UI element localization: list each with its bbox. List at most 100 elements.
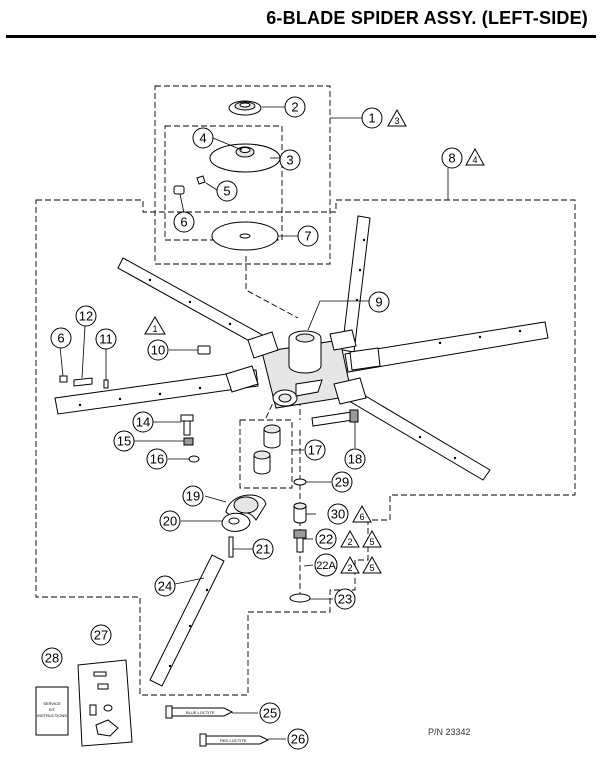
callout-18: 18 [344,448,366,470]
grease-fitting-part [173,175,206,195]
callout-27: 27 [90,624,112,646]
lower-plate-part [211,221,279,251]
svg-text:20: 20 [163,514,177,529]
callout-28: 28 [41,647,63,669]
svg-text:25: 25 [263,706,277,721]
callout-23: 23 [334,588,356,610]
kit-17-dashed-box [239,419,293,489]
svg-text:26: 26 [291,732,305,747]
service-kit-line3: INSTRUCTIONS [37,713,67,718]
callout-17: 17 [304,439,326,461]
svg-text:6: 6 [180,215,187,230]
svg-text:30: 30 [331,507,345,522]
callout-9: 9 [368,291,390,313]
title-rule [6,35,596,38]
svg-text:4: 4 [472,155,477,165]
bolt-14-part [180,414,194,436]
callout-16: 16 [146,448,168,470]
callout-12: 12 [75,305,97,327]
callout-25: 25 [259,702,281,724]
washer-29-part [293,478,307,486]
svg-text:6: 6 [57,331,64,346]
pin-21-part [228,536,234,558]
callout-30: 30 [327,503,349,525]
washer-16-part [188,455,200,463]
red-loctite-tube: RED LOCTITE [199,733,270,747]
warning-triangle-5-22a: 5 [362,555,382,574]
nut-15-part [183,437,194,446]
callout-21: 21 [252,538,274,560]
warning-triangle-6: 6 [352,504,372,523]
seal-ring-part [228,100,262,116]
svg-text:29: 29 [335,475,349,490]
washer-23-part [289,593,311,603]
svg-text:5: 5 [369,563,374,573]
svg-text:3: 3 [394,116,399,126]
svg-text:23: 23 [338,592,352,607]
svg-text:1: 1 [152,324,157,334]
svg-text:16: 16 [150,452,164,467]
svg-text:10: 10 [151,343,165,358]
svg-text:3: 3 [286,153,293,168]
kit-8-dashed-box [35,199,576,696]
warning-triangle-5-22: 5 [362,529,382,548]
bolt-22-part [293,529,307,553]
leader-lines [59,106,449,740]
svg-text:11: 11 [99,332,113,347]
svg-text:5: 5 [223,184,230,199]
warning-triangle-4: 4 [465,147,485,166]
svg-text:5: 5 [369,537,374,547]
svg-text:27: 27 [94,628,108,643]
bolt-18-part [311,409,359,427]
clamp-19-20-part [221,494,267,532]
svg-text:14: 14 [136,415,150,430]
callout-10: 10 [147,339,169,361]
callout-3: 3 [279,149,301,171]
warning-triangle-1: 1 [144,316,166,335]
service-kit-line2: KIT [49,707,56,712]
arm-holes [78,238,522,668]
hub-assembly [225,329,381,409]
callout-20: 20 [159,510,181,532]
svg-text:1: 1 [368,111,375,126]
callout-7: 7 [297,225,319,247]
cap-plate-part [209,143,281,173]
callout-19: 19 [182,485,204,507]
spider-arms [54,215,549,687]
svg-text:19: 19 [186,489,200,504]
hardware-bag-27 [77,659,133,747]
warning-triangles: 3 4 1 6 2 5 2 5 [144,108,485,574]
callout-26: 26 [287,728,309,750]
kit-1-dashed-box [154,85,331,265]
callout-5: 5 [216,180,238,202]
callout-29: 29 [331,471,353,493]
bolt-10-part [197,345,211,355]
kit-3-dashed-box [164,125,283,241]
svg-text:12: 12 [79,309,93,324]
svg-text:24: 24 [158,579,172,594]
callout-8: 8 [441,147,463,169]
red-loctite-label: RED LOCTITE [220,738,247,743]
svg-text:2: 2 [347,537,352,547]
callout-1: 1 [361,107,383,129]
service-kit-line1: SERVICE [43,701,61,706]
callout-14: 14 [132,411,154,433]
svg-text:21: 21 [256,542,270,557]
warning-triangle-3: 3 [387,108,407,127]
warning-triangle-2-22: 2 [340,529,360,548]
service-kit-instructions: SERVICE KIT INSTRUCTIONS [35,686,69,736]
svg-text:4: 4 [199,131,206,146]
callout-22a: 22A [314,553,338,577]
callout-6-top: 6 [173,211,195,233]
callout-4: 4 [192,127,214,149]
spacer-30-part [293,502,307,524]
svg-text:18: 18 [348,452,362,467]
callout-22: 22 [315,528,337,550]
part-number-footer: P/N 23342 [428,727,471,737]
page-title: 6-BLADE SPIDER ASSY. (LEFT-SIDE) [266,8,588,28]
svg-text:17: 17 [308,443,322,458]
callout-15: 15 [113,430,135,452]
blue-loctite-tube: BLUE LOCTITE [165,705,234,719]
svg-text:6: 6 [359,512,364,522]
